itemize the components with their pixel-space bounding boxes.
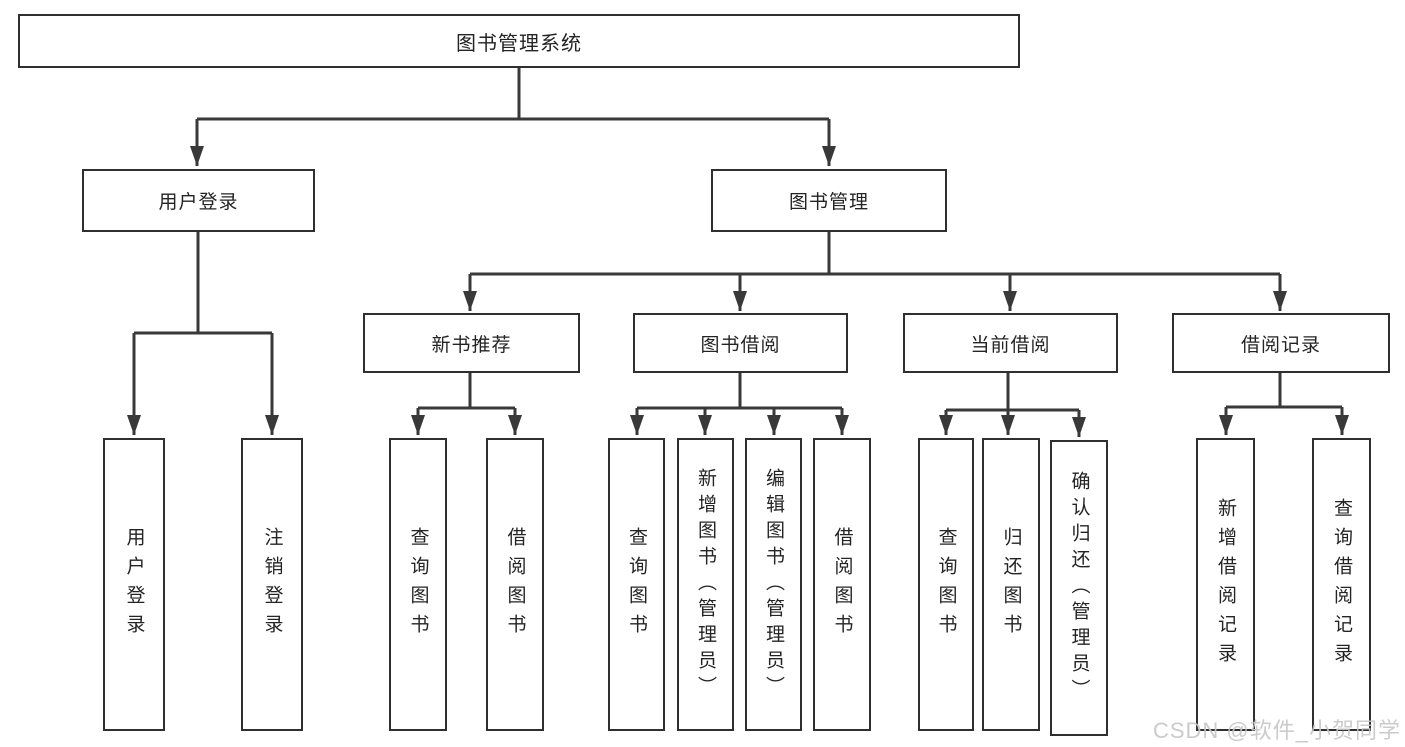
connector-new-book-recommend: [411, 373, 522, 435]
node-leaf-confirm-return-admin-label: 确认归还（管理员）: [1068, 471, 1090, 705]
node-leaf-recommend-borrow-book-label: 借阅图书: [504, 526, 526, 643]
node-book-management: 图书管理: [711, 169, 947, 232]
node-current-borrow: 当前借阅: [903, 313, 1118, 373]
node-leaf-current-query-book: 查询图书: [918, 438, 974, 731]
node-leaf-return-book-label: 归还图书: [1000, 526, 1022, 643]
node-book-borrow: 图书借阅: [633, 313, 848, 373]
node-leaf-return-book: 归还图书: [982, 438, 1040, 731]
node-library-system: 图书管理系统: [18, 14, 1020, 68]
node-leaf-recommend-borrow-book: 借阅图书: [486, 438, 544, 731]
node-leaf-query-borrow-record: 查询借阅记录: [1312, 438, 1371, 731]
node-leaf-recommend-query-book: 查询图书: [389, 438, 447, 731]
node-leaf-logout-label: 注销登录: [261, 526, 283, 643]
node-leaf-edit-book-admin: 编辑图书（管理员）: [745, 438, 802, 731]
node-leaf-borrow-book: 借阅图书: [813, 438, 871, 731]
connector-book-management: [463, 232, 1287, 311]
node-leaf-confirm-return-admin: 确认归还（管理员）: [1050, 440, 1108, 736]
connector-current-borrow: [939, 373, 1086, 437]
connector-user-login: [127, 232, 279, 435]
node-leaf-borrow-query-book: 查询图书: [608, 438, 665, 731]
node-leaf-query-borrow-record-label: 查询借阅记录: [1331, 497, 1352, 672]
node-borrow-records: 借阅记录: [1172, 313, 1390, 373]
connector-borrow-records: [1219, 373, 1349, 435]
connector-book-borrow: [630, 373, 849, 435]
connector-root: [190, 68, 836, 166]
node-leaf-borrow-book-label: 借阅图书: [831, 526, 853, 643]
node-leaf-borrow-query-book-label: 查询图书: [626, 526, 647, 643]
node-leaf-current-query-book-label: 查询图书: [935, 526, 957, 643]
node-leaf-add-borrow-record-label: 新增借阅记录: [1215, 497, 1236, 672]
node-leaf-add-book-admin-label: 新增图书（管理员）: [695, 467, 716, 702]
node-leaf-edit-book-admin-label: 编辑图书（管理员）: [763, 467, 784, 702]
node-leaf-user-login-label: 用户登录: [123, 526, 145, 643]
node-user-login: 用户登录: [82, 169, 315, 232]
node-leaf-add-borrow-record: 新增借阅记录: [1196, 438, 1255, 731]
node-leaf-logout: 注销登录: [241, 438, 303, 731]
node-leaf-recommend-query-book-label: 查询图书: [407, 526, 429, 643]
node-leaf-user-login: 用户登录: [103, 438, 165, 731]
node-leaf-add-book-admin: 新增图书（管理员）: [677, 438, 734, 731]
node-new-book-recommend: 新书推荐: [363, 313, 580, 373]
